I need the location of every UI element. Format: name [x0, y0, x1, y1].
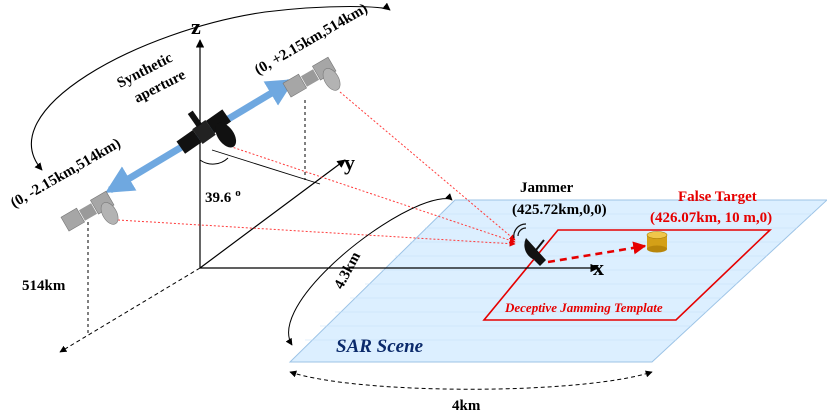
satellite-icon — [176, 109, 237, 154]
scene-width-dimension — [289, 370, 653, 390]
z-axis-label: z — [191, 14, 201, 39]
altitude-label: 514km — [22, 278, 66, 294]
false-target-coordinates: (426.07km, 10 m,0) — [650, 210, 772, 226]
y-axis — [199, 159, 346, 269]
y-axis-label: y — [344, 150, 355, 175]
sar-scene-label: SAR Scene — [336, 336, 424, 357]
cylinder-target-icon — [646, 231, 668, 253]
angle-value: 39.6 — [205, 190, 232, 206]
range-distance-label: 4.3km — [331, 249, 364, 292]
scene-width-label: 4km — [452, 398, 481, 414]
x-axis-label: x — [593, 255, 604, 280]
radar-dish-icon — [513, 223, 546, 266]
altitude-dimension — [59, 267, 201, 353]
false-target-title: False Target — [678, 189, 757, 205]
satellite-icon — [60, 190, 119, 232]
position-plus-label: (0, +2.15km,514km) — [252, 1, 371, 79]
synthetic-aperture-arc — [30, 2, 391, 171]
template-label: Deceptive Jamming Template — [504, 300, 663, 315]
jammer-title: Jammer — [520, 180, 574, 196]
deceptive-jamming-template — [482, 229, 772, 321]
range-arc — [285, 193, 453, 346]
jamming-arrow — [547, 241, 647, 264]
angle-unit: o — [235, 187, 241, 199]
angle-arc — [199, 157, 229, 165]
jammer-coordinates: (425.72km,0,0) — [512, 202, 607, 218]
angle-ray — [211, 149, 321, 185]
satellite-icon — [282, 56, 341, 98]
